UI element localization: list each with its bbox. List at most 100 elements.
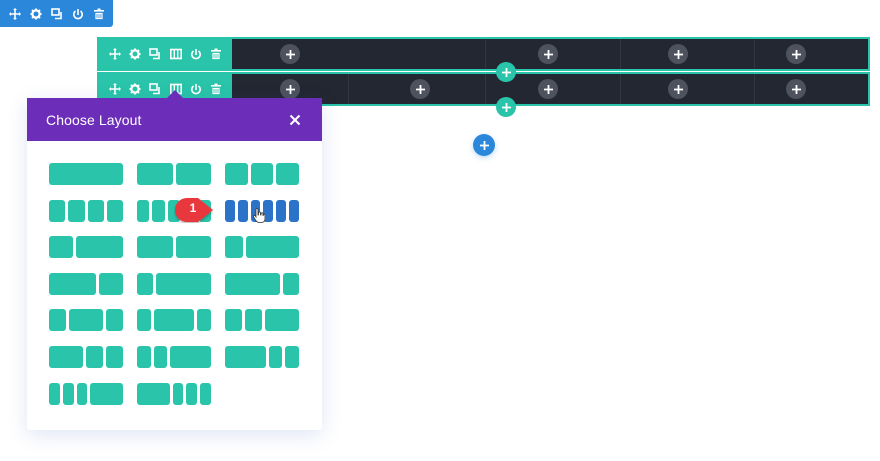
layout-column-block [283, 272, 299, 295]
layout-column-block [245, 309, 262, 332]
add-module-button[interactable] [280, 44, 300, 64]
layout-option-1_2,1_6x3[interactable] [137, 382, 211, 405]
layout-option-1[interactable] [49, 163, 123, 185]
duplicate-icon[interactable] [50, 7, 64, 21]
layout-option-1_4,3_4b[interactable] [137, 272, 211, 295]
trash-icon[interactable] [209, 47, 223, 61]
power-icon[interactable] [71, 7, 85, 21]
trash-icon[interactable] [92, 7, 106, 21]
layout-column-block [137, 199, 150, 222]
column-divider [348, 74, 349, 104]
layout-column-block [106, 346, 123, 368]
row-toolbar [99, 39, 232, 69]
hand-cursor-icon [253, 208, 265, 223]
layout-column-block [137, 236, 173, 259]
layout-column-block [137, 309, 151, 332]
add-module-button[interactable] [668, 79, 688, 99]
layout-column-block [225, 272, 281, 295]
layout-option-1_4x4[interactable] [49, 199, 123, 222]
layout-option-1_2,1_4,1_4[interactable] [49, 346, 123, 368]
modal-header: Choose Layout [27, 98, 322, 141]
add-module-button[interactable] [786, 44, 806, 64]
layout-option-1_5,3_5,1_5[interactable] [137, 309, 211, 332]
trash-icon[interactable] [209, 82, 223, 96]
callout-bubble-icon [175, 198, 213, 222]
power-icon[interactable] [189, 47, 203, 61]
add-module-button[interactable] [538, 79, 558, 99]
row-1[interactable] [97, 37, 870, 71]
layout-column-block [49, 236, 73, 259]
layout-column-block [49, 272, 97, 295]
gear-icon[interactable] [128, 47, 142, 61]
layout-column-block [137, 272, 153, 295]
layout-column-block [268, 346, 283, 368]
layout-option-3_4,1_4[interactable] [225, 272, 299, 295]
layout-column-block [137, 382, 170, 405]
close-icon[interactable] [287, 112, 303, 128]
layout-column-block [137, 346, 151, 368]
add-module-button[interactable] [538, 44, 558, 64]
add-row-button[interactable] [496, 97, 516, 117]
layout-column-block [175, 236, 211, 259]
layout-column-block [172, 382, 184, 405]
layout-option-1_4,1_2,1_4[interactable] [49, 309, 123, 332]
add-row-button[interactable] [496, 62, 516, 82]
layout-column-block [68, 199, 85, 222]
layout-option-3_5,1_5,1_5[interactable] [225, 346, 299, 368]
callout-number: 1 [189, 201, 197, 215]
layout-column-block [175, 163, 211, 185]
layout-column-block [170, 346, 211, 368]
layout-column-block [265, 309, 299, 332]
column-divider [754, 39, 755, 69]
gear-icon[interactable] [128, 82, 142, 96]
layout-column-block [245, 236, 299, 259]
move-icon[interactable] [108, 47, 122, 61]
layout-column-block [137, 163, 173, 185]
layout-option-1_4,1_4,1_2[interactable] [225, 309, 299, 332]
layout-option-1_6x6[interactable] [225, 199, 299, 222]
layout-option-1_4,3_4[interactable] [225, 236, 299, 259]
duplicate-icon[interactable] [148, 47, 162, 61]
layout-column-block [49, 163, 123, 185]
layout-column-block [49, 346, 83, 368]
move-icon[interactable] [108, 82, 122, 96]
layout-column-block [197, 309, 211, 332]
layout-option-1_3,1_3,1_3[interactable] [225, 163, 300, 185]
add-module-button[interactable] [786, 79, 806, 99]
layout-option-1_6x3,1_2[interactable] [49, 382, 123, 405]
column-divider [485, 39, 486, 69]
section-toolbar [0, 0, 113, 27]
modal-title: Choose Layout [46, 111, 142, 128]
column-divider [620, 39, 621, 69]
layout-option-2_3,1_3[interactable] [49, 272, 123, 295]
layout-column-block [90, 382, 123, 405]
layout-column-block [76, 382, 88, 405]
gear-icon[interactable] [29, 7, 43, 21]
layout-column-block [99, 272, 123, 295]
layout-column-block [186, 382, 198, 405]
layout-column-block [106, 309, 123, 332]
duplicate-icon[interactable] [148, 82, 162, 96]
add-module-button[interactable] [668, 44, 688, 64]
layout-column-block [106, 199, 123, 222]
layout-column-block [225, 163, 248, 185]
layout-column-block [62, 382, 74, 405]
add-section-button[interactable] [473, 134, 495, 156]
layout-option-1_2,1_2b[interactable] [137, 236, 211, 259]
layout-column-block [285, 346, 299, 368]
power-icon[interactable] [189, 82, 203, 96]
columns-icon[interactable] [169, 47, 183, 61]
add-module-button[interactable] [280, 79, 300, 99]
layout-column-block [225, 199, 235, 222]
layout-column-block [263, 199, 274, 222]
layout-column-block [155, 272, 211, 295]
layout-option-1_2,1_2[interactable] [137, 163, 211, 185]
layout-column-block [75, 236, 123, 259]
move-icon[interactable] [8, 7, 22, 21]
layout-option-1_5,1_5,3_5[interactable] [137, 346, 211, 368]
layout-column-block [289, 199, 299, 222]
layout-option-1_3,2_3[interactable] [49, 236, 123, 259]
step-callout: 1 [174, 197, 214, 223]
add-module-button[interactable] [410, 79, 430, 99]
layout-column-block [86, 346, 103, 368]
